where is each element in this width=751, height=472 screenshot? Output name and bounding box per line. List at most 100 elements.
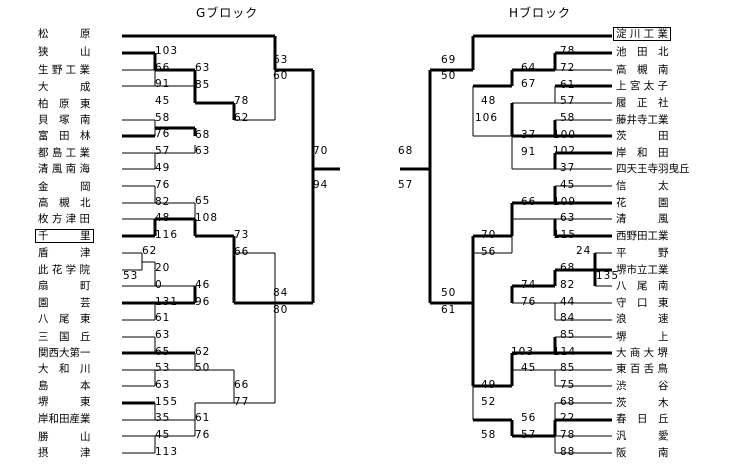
score-label: 78	[560, 429, 576, 441]
score-label: 45	[560, 179, 576, 191]
team-name: 池 田 北	[616, 46, 669, 58]
team-name: 浪 速	[616, 313, 669, 325]
score-label: 103	[511, 346, 535, 358]
team-name: 高 槻 北	[38, 197, 91, 209]
team-name: 春 日 丘	[616, 413, 669, 425]
score-label: 74	[521, 279, 537, 291]
score-label: 24	[576, 245, 592, 257]
team-name: 柏 原 東	[38, 98, 91, 110]
score-label: 50	[441, 287, 457, 299]
score-label: 56	[521, 412, 537, 424]
score-label: 84	[273, 287, 289, 299]
score-label: 50	[195, 362, 211, 374]
score-label: 60	[273, 70, 289, 82]
team-name: 平 野	[616, 247, 669, 259]
score-label: 108	[195, 212, 219, 224]
team-name: 金 岡	[38, 181, 91, 193]
team-name: 千 里	[35, 229, 118, 243]
team-name: 勝 山	[38, 431, 91, 443]
h-block-title: Hブロック	[509, 6, 572, 20]
score-label: 80	[273, 304, 289, 316]
team-name: 茨 木	[616, 397, 669, 409]
score-label: 91	[521, 146, 537, 158]
score-label: 64	[521, 62, 537, 74]
score-label: 67	[521, 78, 537, 90]
team-name: 関西大第一	[38, 347, 91, 359]
score-label: 68	[195, 129, 211, 141]
score-label: 0	[155, 279, 163, 291]
team-name: 大 和 川	[38, 363, 91, 375]
team-name: 汎 愛	[616, 430, 669, 442]
score-label: 66	[521, 196, 537, 208]
team-name: 盾 津	[38, 247, 91, 259]
score-label: 100	[553, 129, 577, 141]
team-name: 信 太	[616, 180, 669, 192]
score-label: 58	[155, 112, 171, 124]
score-label: 61	[155, 312, 171, 324]
score-label: 135	[596, 270, 620, 282]
score-label: 37	[560, 162, 576, 174]
score-label: 131	[155, 296, 179, 308]
score-label: 49	[155, 162, 171, 174]
team-name: 高 槻 南	[616, 64, 669, 76]
score-label: 76	[155, 128, 171, 140]
score-label: 73	[234, 229, 250, 241]
score-label: 20	[155, 262, 171, 274]
score-label: 88	[560, 446, 576, 458]
score-label: 62	[195, 346, 211, 358]
score-label: 35	[155, 412, 171, 424]
team-name: 堺 上	[616, 331, 669, 343]
score-label: 82	[560, 279, 576, 291]
team-name: 富 田 林	[38, 130, 91, 142]
score-label: 22	[560, 412, 576, 424]
score-label: 63	[155, 379, 171, 391]
team-name: 阪 南	[616, 447, 669, 459]
score-label: 66	[234, 379, 250, 391]
score-label: 114	[553, 346, 577, 358]
score-label: 76	[195, 429, 211, 441]
team-name: 此 花 学 院	[38, 264, 91, 276]
score-label: 91	[155, 78, 171, 90]
team-name: 履 正 社	[616, 97, 669, 109]
score-label: 63	[273, 54, 289, 66]
team-name: 岸 和 田	[616, 147, 669, 159]
score-label: 85	[560, 362, 576, 374]
score-label: 96	[195, 296, 211, 308]
team-name: 枚 方 津 田	[38, 213, 91, 225]
team-name: 岸和田産業	[38, 413, 91, 425]
score-label: 65	[195, 195, 211, 207]
score-label: 102	[553, 145, 577, 157]
score-label: 72	[560, 62, 576, 74]
team-name: 東 百 舌 鳥	[616, 363, 669, 375]
score-label: 56	[481, 246, 497, 258]
score-label: 76	[521, 296, 537, 308]
score-label: 65	[155, 346, 171, 358]
team-name: 大 商 大 堺	[616, 347, 669, 359]
score-label: 57	[521, 429, 537, 441]
score-label: 63	[155, 329, 171, 341]
score-label: 50	[441, 70, 457, 82]
team-name: 貝 塚 南	[38, 114, 91, 126]
score-label: 68	[560, 396, 576, 408]
score-label: 68	[398, 145, 414, 157]
team-name: 扇 町	[38, 280, 91, 292]
team-name: 島 本	[38, 380, 91, 392]
team-name: 渋 谷	[616, 380, 669, 392]
score-label: 52	[481, 396, 497, 408]
score-label: 62	[142, 245, 158, 257]
team-name: 都 島 工 業	[38, 147, 91, 159]
score-label: 61	[560, 79, 576, 91]
team-name: 茨 田	[616, 130, 669, 142]
score-label: 70	[481, 229, 497, 241]
team-name: 大 成	[38, 81, 91, 93]
team-name: 三 国 丘	[38, 331, 91, 343]
score-label: 45	[155, 95, 171, 107]
score-label: 68	[560, 262, 576, 274]
team-name: 清 風 南 海	[38, 163, 91, 175]
score-label: 57	[155, 145, 171, 157]
score-label: 155	[155, 396, 179, 408]
team-name: 八 尾 東	[38, 313, 91, 325]
g-block-title: Gブロック	[196, 6, 259, 20]
score-label: 85	[195, 79, 211, 91]
